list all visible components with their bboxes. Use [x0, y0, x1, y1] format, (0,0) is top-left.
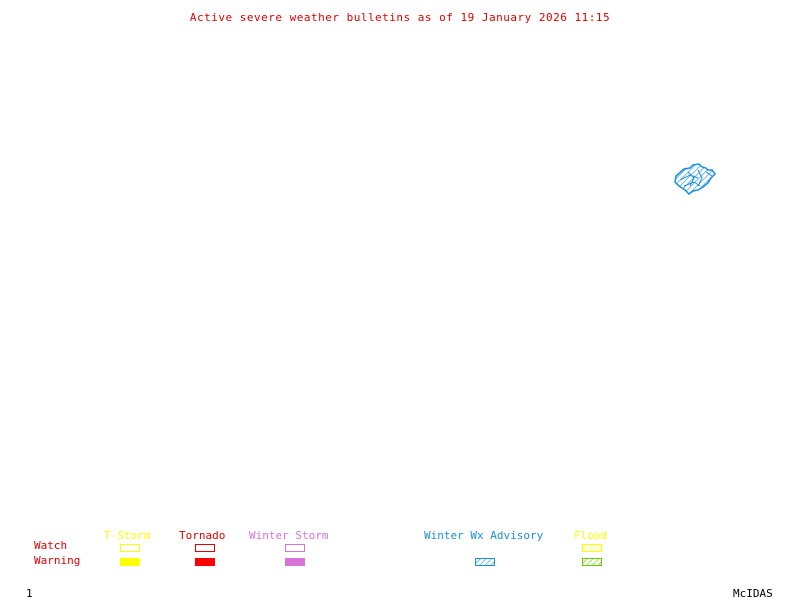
- tstorm-warning-swatch: [120, 558, 140, 566]
- tornado-warning-swatch: [195, 558, 215, 566]
- winter-storm-watch-swatch: [285, 544, 305, 552]
- winter-wx-advisory-swatch: [475, 558, 495, 566]
- legend-header-winter-storm: Winter Storm: [249, 529, 329, 542]
- tstorm-watch-swatch: [120, 544, 140, 552]
- legend-header-tornado: Tornado: [179, 529, 226, 542]
- advisory-polygon-fill: [674, 163, 716, 195]
- legend-row-warning: Warning: [34, 554, 81, 567]
- winter-storm-warning-swatch: [285, 558, 305, 566]
- flood-warning-swatch: [582, 558, 602, 566]
- bulletin-title: Active severe weather bulletins as of 19…: [189, 11, 611, 24]
- legend-header-winter-wx-advisory: Winter Wx Advisory: [424, 529, 544, 542]
- legend-header-flood: Flood: [574, 529, 608, 542]
- legend-header-tstorm: T-Storm: [104, 529, 151, 542]
- advisory-polygon-detail: [679, 169, 713, 187]
- tornado-watch-swatch: [195, 544, 215, 552]
- flood-watch-swatch: [582, 544, 602, 552]
- frame-number: 1: [26, 587, 33, 600]
- advisory-region[interactable]: [674, 163, 716, 195]
- brand-label: McIDAS: [733, 587, 773, 600]
- legend-row-watch: Watch: [34, 539, 68, 552]
